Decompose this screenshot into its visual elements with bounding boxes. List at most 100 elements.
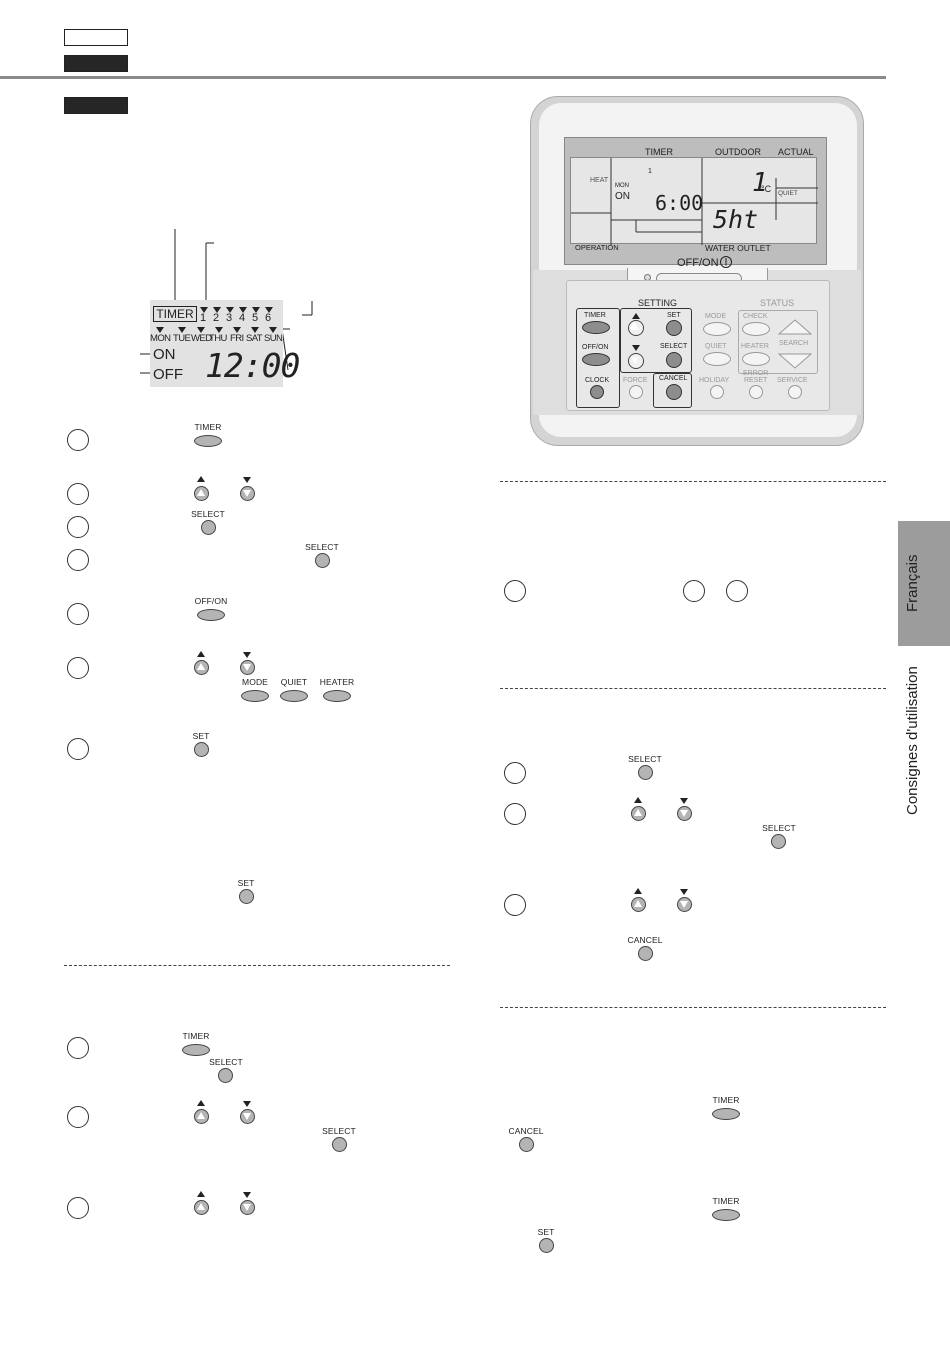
down-arrow-icon (243, 1192, 251, 1198)
lcd-grid-lines (571, 158, 818, 245)
step-marker-4 (67, 549, 89, 571)
remote-force-key[interactable] (629, 385, 643, 399)
off-on-key-label: OFF/ON (677, 257, 719, 269)
step-marker-2 (67, 483, 89, 505)
set-button-label: SET (192, 731, 210, 741)
select-button[interactable] (315, 553, 330, 568)
remote-cancel-key-label: CANCEL (659, 375, 688, 382)
step-marker-1 (504, 762, 526, 784)
day-marker (269, 327, 277, 333)
select-button[interactable] (771, 834, 786, 849)
set-button-label: SET (537, 1227, 555, 1237)
lcd-unit: °C (761, 184, 772, 194)
select-button[interactable] (201, 520, 216, 535)
remote-set-key[interactable] (666, 320, 682, 336)
set-button[interactable] (539, 1238, 554, 1253)
step-marker-5 (67, 603, 89, 625)
up-arrow-icon (197, 1191, 205, 1197)
set-button[interactable] (239, 889, 254, 904)
timer-lcd-diagram: TIMER 1 2 3 4 5 6 MON TUE WED THU FRI SA… (150, 300, 300, 387)
timer-button[interactable] (712, 1209, 740, 1221)
remote-cancel-key-group (653, 373, 692, 408)
remote-holiday-key[interactable] (710, 385, 724, 399)
step-marker-1 (67, 1037, 89, 1059)
down-button[interactable] (240, 486, 255, 501)
slot-number: 1 (200, 312, 207, 324)
timer-button[interactable] (712, 1108, 740, 1120)
select-button[interactable] (638, 765, 653, 780)
section-divider (500, 688, 886, 689)
remote-select-key-label: SELECT (660, 343, 688, 350)
slot-number: 2 (213, 312, 220, 324)
remote-key-panel (566, 280, 830, 411)
remote-up-key-glyph (628, 320, 644, 336)
remote-off-on-small-key[interactable] (582, 353, 610, 366)
up-button[interactable] (194, 1200, 209, 1215)
section-divider (500, 1007, 886, 1008)
select-button[interactable] (332, 1137, 347, 1152)
remote-select-key[interactable] (666, 352, 682, 368)
remote-mode-key[interactable] (703, 322, 731, 336)
remote-lcd (570, 157, 818, 245)
remote-quiet-key[interactable] (703, 352, 731, 366)
day-label: MON (150, 333, 171, 344)
off-on-button[interactable] (197, 609, 225, 621)
cancel-button[interactable] (638, 946, 653, 961)
up-button[interactable] (631, 897, 646, 912)
mode-button[interactable] (241, 690, 269, 702)
timer-button[interactable] (182, 1044, 210, 1056)
timer-button-label: TIMER (182, 1031, 210, 1041)
heater-button[interactable] (323, 690, 351, 702)
quiet-button-label: QUIET (280, 677, 308, 687)
up-button[interactable] (631, 806, 646, 821)
setting-group-label: SETTING (638, 298, 678, 308)
remote-clock-key[interactable] (590, 385, 604, 399)
down-arrow-icon (243, 652, 251, 658)
step-marker-3 (67, 1197, 89, 1219)
remote-error-reset-key[interactable] (749, 385, 763, 399)
lcd-callout-lines (140, 229, 313, 374)
down-button[interactable] (240, 1109, 255, 1124)
down-arrow-icon (243, 1101, 251, 1107)
day-marker (215, 327, 223, 333)
step-reference-marker (726, 580, 748, 602)
timer-button[interactable] (194, 435, 222, 447)
remote-timer-key[interactable] (582, 321, 610, 334)
remote-heater-key[interactable] (742, 352, 770, 366)
quiet-button[interactable] (280, 690, 308, 702)
lcd-operation-label: OPERATION (575, 243, 619, 252)
up-button[interactable] (194, 1109, 209, 1124)
up-button[interactable] (194, 486, 209, 501)
timer-indicator: TIMER (153, 306, 197, 322)
select-button[interactable] (218, 1068, 233, 1083)
cancel-button[interactable] (519, 1137, 534, 1152)
remote-force-key-label: FORCE (623, 377, 648, 384)
status-group-label: STATUS (760, 298, 795, 308)
power-icon: | (720, 256, 732, 268)
lcd-slot-number: 1 (648, 168, 652, 175)
remote-down-key[interactable] (628, 353, 644, 369)
remote-cancel-key[interactable] (666, 384, 682, 400)
step-marker-2 (67, 1106, 89, 1128)
remote-service-key[interactable] (788, 385, 802, 399)
up-arrow-icon (197, 476, 205, 482)
timer-button-label: TIMER (712, 1196, 740, 1206)
remote-check-key[interactable] (742, 322, 770, 336)
search-arrow-icons (777, 319, 813, 369)
up-button[interactable] (194, 660, 209, 675)
down-button[interactable] (677, 897, 692, 912)
down-button[interactable] (240, 1200, 255, 1215)
remote-heater-key-label: HEATER (741, 343, 769, 350)
step-marker-7 (67, 738, 89, 760)
down-arrow-icon (680, 889, 688, 895)
step-marker-3 (504, 894, 526, 916)
step-marker-2 (504, 803, 526, 825)
slot-marker (213, 307, 221, 313)
remote-service-key-label: SERVICE (777, 377, 808, 384)
set-button[interactable] (194, 742, 209, 757)
day-marker (156, 327, 164, 333)
down-button[interactable] (677, 806, 692, 821)
down-button[interactable] (240, 660, 255, 675)
remote-search-key-label: SEARCH (779, 340, 809, 347)
off-indicator: OFF (153, 366, 183, 383)
